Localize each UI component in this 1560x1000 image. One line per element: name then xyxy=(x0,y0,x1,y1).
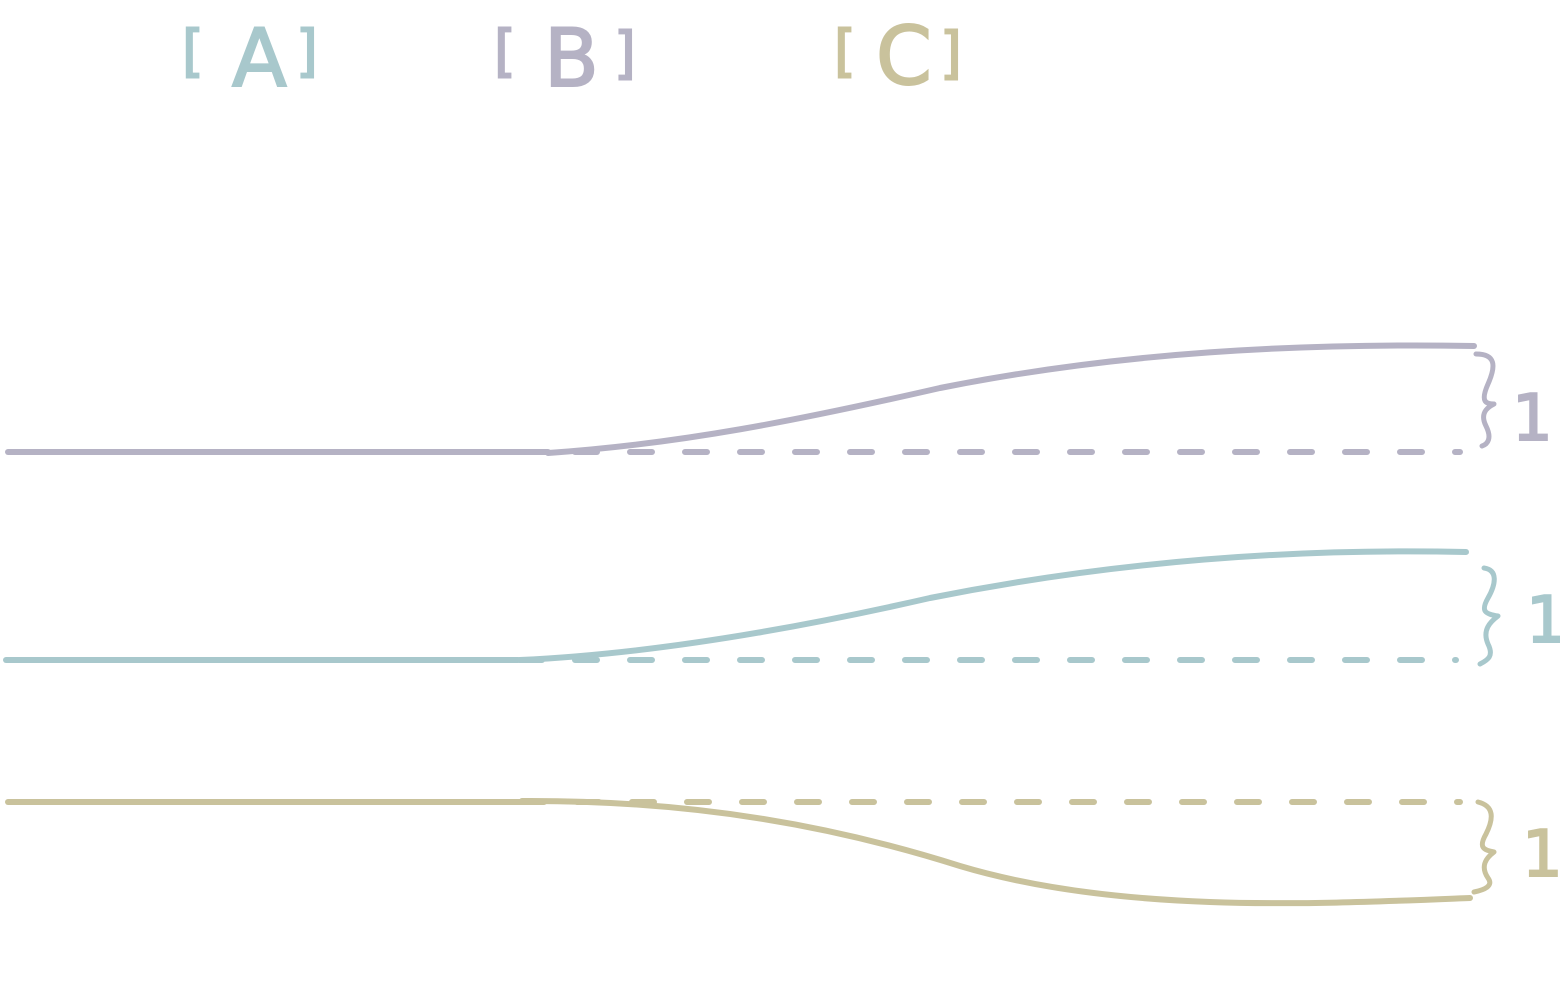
track-b-upward-curve xyxy=(545,342,1477,456)
legend-item-a: [ A ] xyxy=(181,11,319,106)
legend-item-b: [ B ] xyxy=(493,11,637,106)
track-c-downward-curve xyxy=(519,797,1473,907)
track-b-brace xyxy=(1473,351,1497,449)
track-a-delta-label: 1 xyxy=(1526,584,1560,658)
legend-a-open-bracket: [ xyxy=(182,19,204,84)
track-b-delta-label: 1 xyxy=(1512,382,1553,456)
legend-b-open-bracket: [ xyxy=(494,19,516,84)
legend-a-close-bracket: ] xyxy=(296,19,318,84)
track-a-upward-curve xyxy=(517,548,1469,663)
legend-item-c: [ C ] xyxy=(833,9,963,104)
legend-a-label: A xyxy=(232,12,287,105)
track-a-brace xyxy=(1477,565,1501,667)
track-b: 1 xyxy=(5,342,1554,457)
legend-b-close-bracket: ] xyxy=(614,21,636,86)
track-a: 1 xyxy=(3,548,1560,667)
legend-c-close-bracket: ] xyxy=(940,21,962,86)
track-c-brace xyxy=(1471,799,1497,895)
legend: [ A ] [ B ] [ C ] xyxy=(181,9,963,106)
legend-c-label: C xyxy=(876,10,932,103)
track-c: 1 xyxy=(5,797,1560,907)
legend-c-open-bracket: [ xyxy=(834,19,856,84)
track-c-delta-label: 1 xyxy=(1522,818,1560,892)
legend-b-label: B xyxy=(544,12,599,105)
